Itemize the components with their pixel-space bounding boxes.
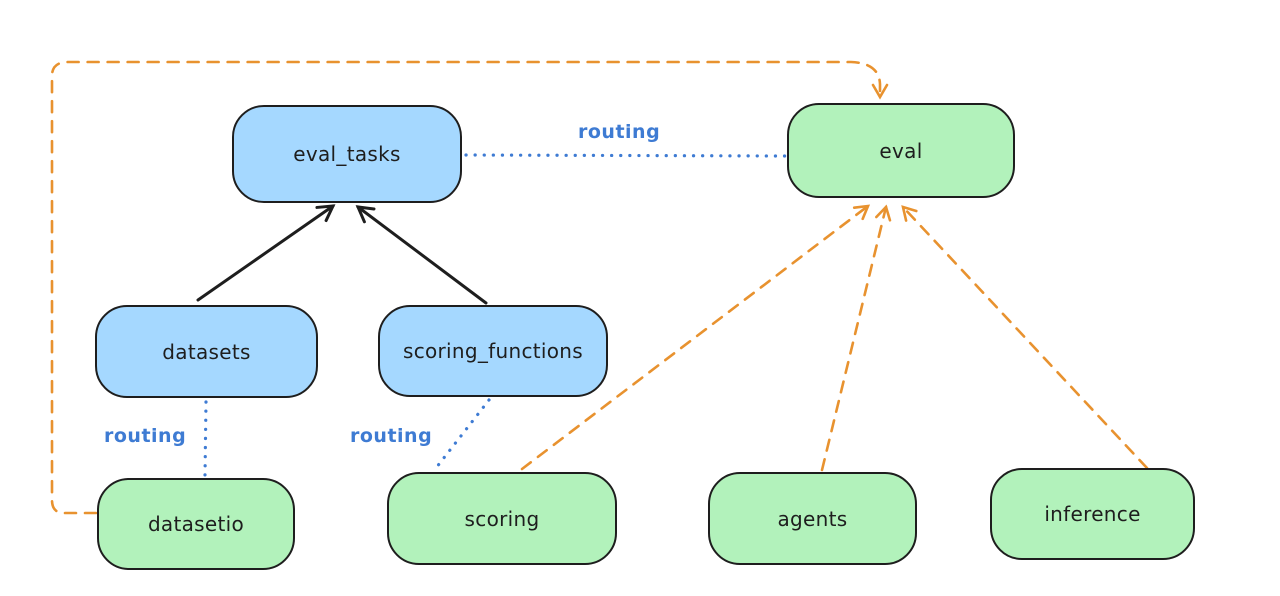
routing-label-scoring-functions-scoring: routing xyxy=(350,425,433,447)
edge-routing-scoring-functions-scoring xyxy=(434,398,491,470)
node-eval-label: eval xyxy=(879,138,923,163)
edge-routing-eval-tasks-eval xyxy=(464,153,787,158)
node-datasets-label: datasets xyxy=(162,339,251,364)
node-inference: inference xyxy=(990,468,1195,560)
routing-label-datasets-datasetio: routing xyxy=(104,425,187,447)
node-scoring-functions: scoring_functions xyxy=(378,305,608,397)
node-eval-tasks-label: eval_tasks xyxy=(293,142,401,166)
node-scoring-label: scoring xyxy=(464,506,540,531)
node-datasetio: datasetio xyxy=(97,478,295,570)
routing-label-eval-tasks-eval: routing xyxy=(578,121,661,143)
node-datasets: datasets xyxy=(95,305,318,398)
node-eval-tasks: eval_tasks xyxy=(232,105,462,203)
node-datasetio-label: datasetio xyxy=(147,512,245,536)
node-agents-label: agents xyxy=(777,506,848,531)
edge-inference-eval xyxy=(901,205,1149,470)
edge-agents-eval xyxy=(820,204,892,472)
node-scoring-functions-label: scoring_functions xyxy=(402,339,584,363)
node-eval: eval xyxy=(787,103,1015,198)
node-scoring: scoring xyxy=(387,472,617,565)
edge-scoring-functions-eval-tasks xyxy=(355,205,488,305)
node-inference-label: inference xyxy=(1044,502,1141,526)
edge-routing-datasets-datasetio xyxy=(203,400,208,477)
edge-datasets-eval-tasks xyxy=(196,204,336,302)
node-agents: agents xyxy=(708,472,917,565)
